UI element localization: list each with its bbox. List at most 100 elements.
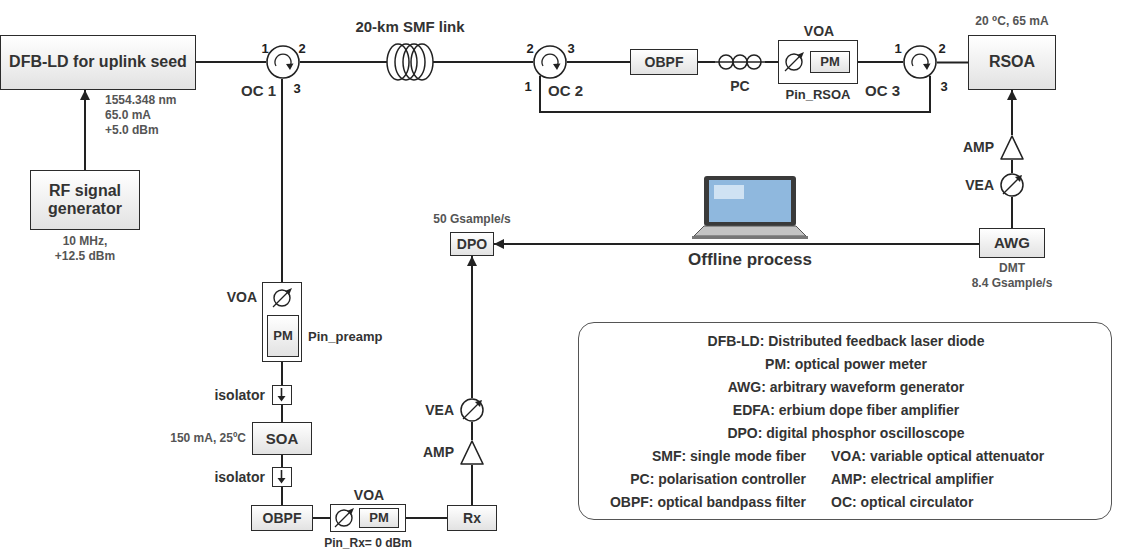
- amplifier-symbol: AMP: [460, 440, 484, 465]
- parameter-label: +12.5 dBm: [55, 250, 115, 264]
- isolator-symbol: isolator: [272, 385, 292, 405]
- fiber-connector: [281, 487, 283, 505]
- power-label: Pin_preamp: [308, 330, 382, 345]
- iso-outline: [273, 386, 293, 406]
- fiber-connector: [406, 517, 447, 519]
- symbol-label: VOA: variable optical attenuator: [831, 448, 1044, 464]
- fiber-spool: 20-km SMF link: [375, 40, 445, 84]
- symbol-label: OBPF: optical bandpass filter: [610, 494, 806, 510]
- rsoa-box: RSOA: [968, 35, 1056, 90]
- fiber-connector: [84, 90, 86, 170]
- awg-box: AWG: [979, 228, 1045, 258]
- parameter-label: 8.4 Gsample/s: [972, 277, 1053, 291]
- box-label: DFB-LD for uplink seed: [9, 53, 187, 71]
- symbol-label: VOA: [354, 487, 384, 503]
- box-label: AWG: [994, 234, 1030, 251]
- vea-outline: [1000, 173, 1024, 197]
- box-label: Rx: [463, 510, 481, 526]
- pc-outline: [715, 50, 765, 74]
- attenuator-symbol: VEA: [1000, 173, 1024, 197]
- symbol-label: OC 2: [548, 82, 583, 99]
- optical-circulator: OC 2: [533, 45, 567, 79]
- fiber-connector: [471, 465, 473, 505]
- isolator-symbol: isolator: [272, 467, 292, 487]
- parameter-label: 1554.348 nm: [105, 94, 176, 108]
- power-meter-box: PM: [359, 508, 399, 528]
- signal-generator-box: RF signal generator: [30, 170, 140, 230]
- tri-outline: [460, 440, 484, 465]
- port-number: 2: [298, 42, 305, 57]
- port-number: 2: [938, 42, 945, 57]
- fiber-connector: [858, 61, 903, 63]
- power-label: Pin_RSOA: [785, 88, 850, 103]
- symbol-label: AMP: [423, 444, 454, 460]
- port-number: 3: [567, 42, 574, 57]
- parameter-label: 65.0 mA: [105, 109, 151, 123]
- fiber-connector: [445, 61, 533, 63]
- power-meter-box: PM: [267, 315, 299, 357]
- vea-outline: [460, 398, 484, 422]
- fiber-connector: [698, 61, 715, 63]
- parameter-label: DMT: [999, 262, 1025, 276]
- fiber-connector: [1011, 90, 1013, 135]
- symbol-label: OC 1: [241, 82, 276, 99]
- fiber-connector: [494, 243, 979, 245]
- symbol-label: AWG: arbitrary waveform generator: [728, 379, 965, 395]
- parameter-label: +5.0 dBm: [105, 124, 159, 138]
- circ-outline: [266, 45, 300, 79]
- box-label: SOA: [266, 430, 299, 447]
- circ-outline: [533, 45, 567, 79]
- symbol-label: PM: optical power meter: [765, 356, 927, 372]
- fiber-connector: [1011, 197, 1013, 228]
- symbol-label: SMF: single mode fiber: [652, 448, 806, 464]
- abbreviation-box: DFB-LD: Distributed feedback laser diode…: [578, 322, 1112, 520]
- filter-box: OBPF: [251, 505, 313, 531]
- process-label: Offline process: [688, 250, 812, 270]
- symbol-label: PC: polarisation controller: [630, 471, 806, 487]
- attenuator-box: VOAPM: [330, 504, 406, 532]
- optical-circulator: OC 1: [266, 45, 300, 79]
- box-label: PM: [369, 511, 389, 526]
- filter-box: OBPF: [630, 49, 698, 75]
- fiber-connector: [765, 61, 778, 63]
- fiber-connector: [1011, 160, 1013, 173]
- box-label: PM: [820, 55, 840, 70]
- symbol-label: PC: [730, 78, 749, 94]
- symbol-label: DPO: digital phosphor oscilloscope: [727, 425, 964, 441]
- amplifier-symbol: AMP: [1000, 135, 1024, 160]
- fiber-connector: [281, 405, 283, 422]
- port-number: 1: [261, 42, 268, 57]
- box-label: PM: [273, 329, 293, 344]
- fiber-connector: [540, 76, 930, 112]
- optical-circulator: OC 3: [903, 45, 937, 79]
- symbol-label: 20-km SMF link: [355, 18, 464, 35]
- fiber-connector: [471, 422, 473, 440]
- attenuator-box: VOAPM: [262, 282, 302, 362]
- symbol-label: VEA: [965, 177, 994, 193]
- symbol-label: isolator: [214, 387, 265, 403]
- port-number: 3: [293, 82, 300, 97]
- circ-outline: [903, 45, 937, 79]
- box-label: RF signal generator: [35, 182, 135, 219]
- attenuator-symbol: VEA: [460, 398, 484, 422]
- symbol-label: VEA: [425, 402, 454, 418]
- receiver-box: Rx: [447, 505, 497, 531]
- symbol-label: isolator: [214, 469, 265, 485]
- box-label: OBPF: [645, 54, 684, 70]
- parameter-label: 20 ⁰C, 65 mA: [975, 15, 1048, 29]
- symbol-label: VOA: [804, 23, 834, 39]
- polarisation-controller: PC: [715, 50, 765, 74]
- symbol-label: OC 3: [865, 82, 900, 99]
- power-label: Pin_Rx= 0 dBm: [324, 537, 412, 551]
- tri-outline: [1000, 135, 1024, 160]
- box-label: RSOA: [989, 53, 1035, 71]
- fiber-connector: [281, 455, 283, 467]
- box-label: DPO: [457, 236, 487, 252]
- fiber-connector: [281, 362, 283, 385]
- fiber-connector: [937, 62, 968, 64]
- fiber-connector: [567, 61, 630, 63]
- fiber-connector: [313, 517, 330, 519]
